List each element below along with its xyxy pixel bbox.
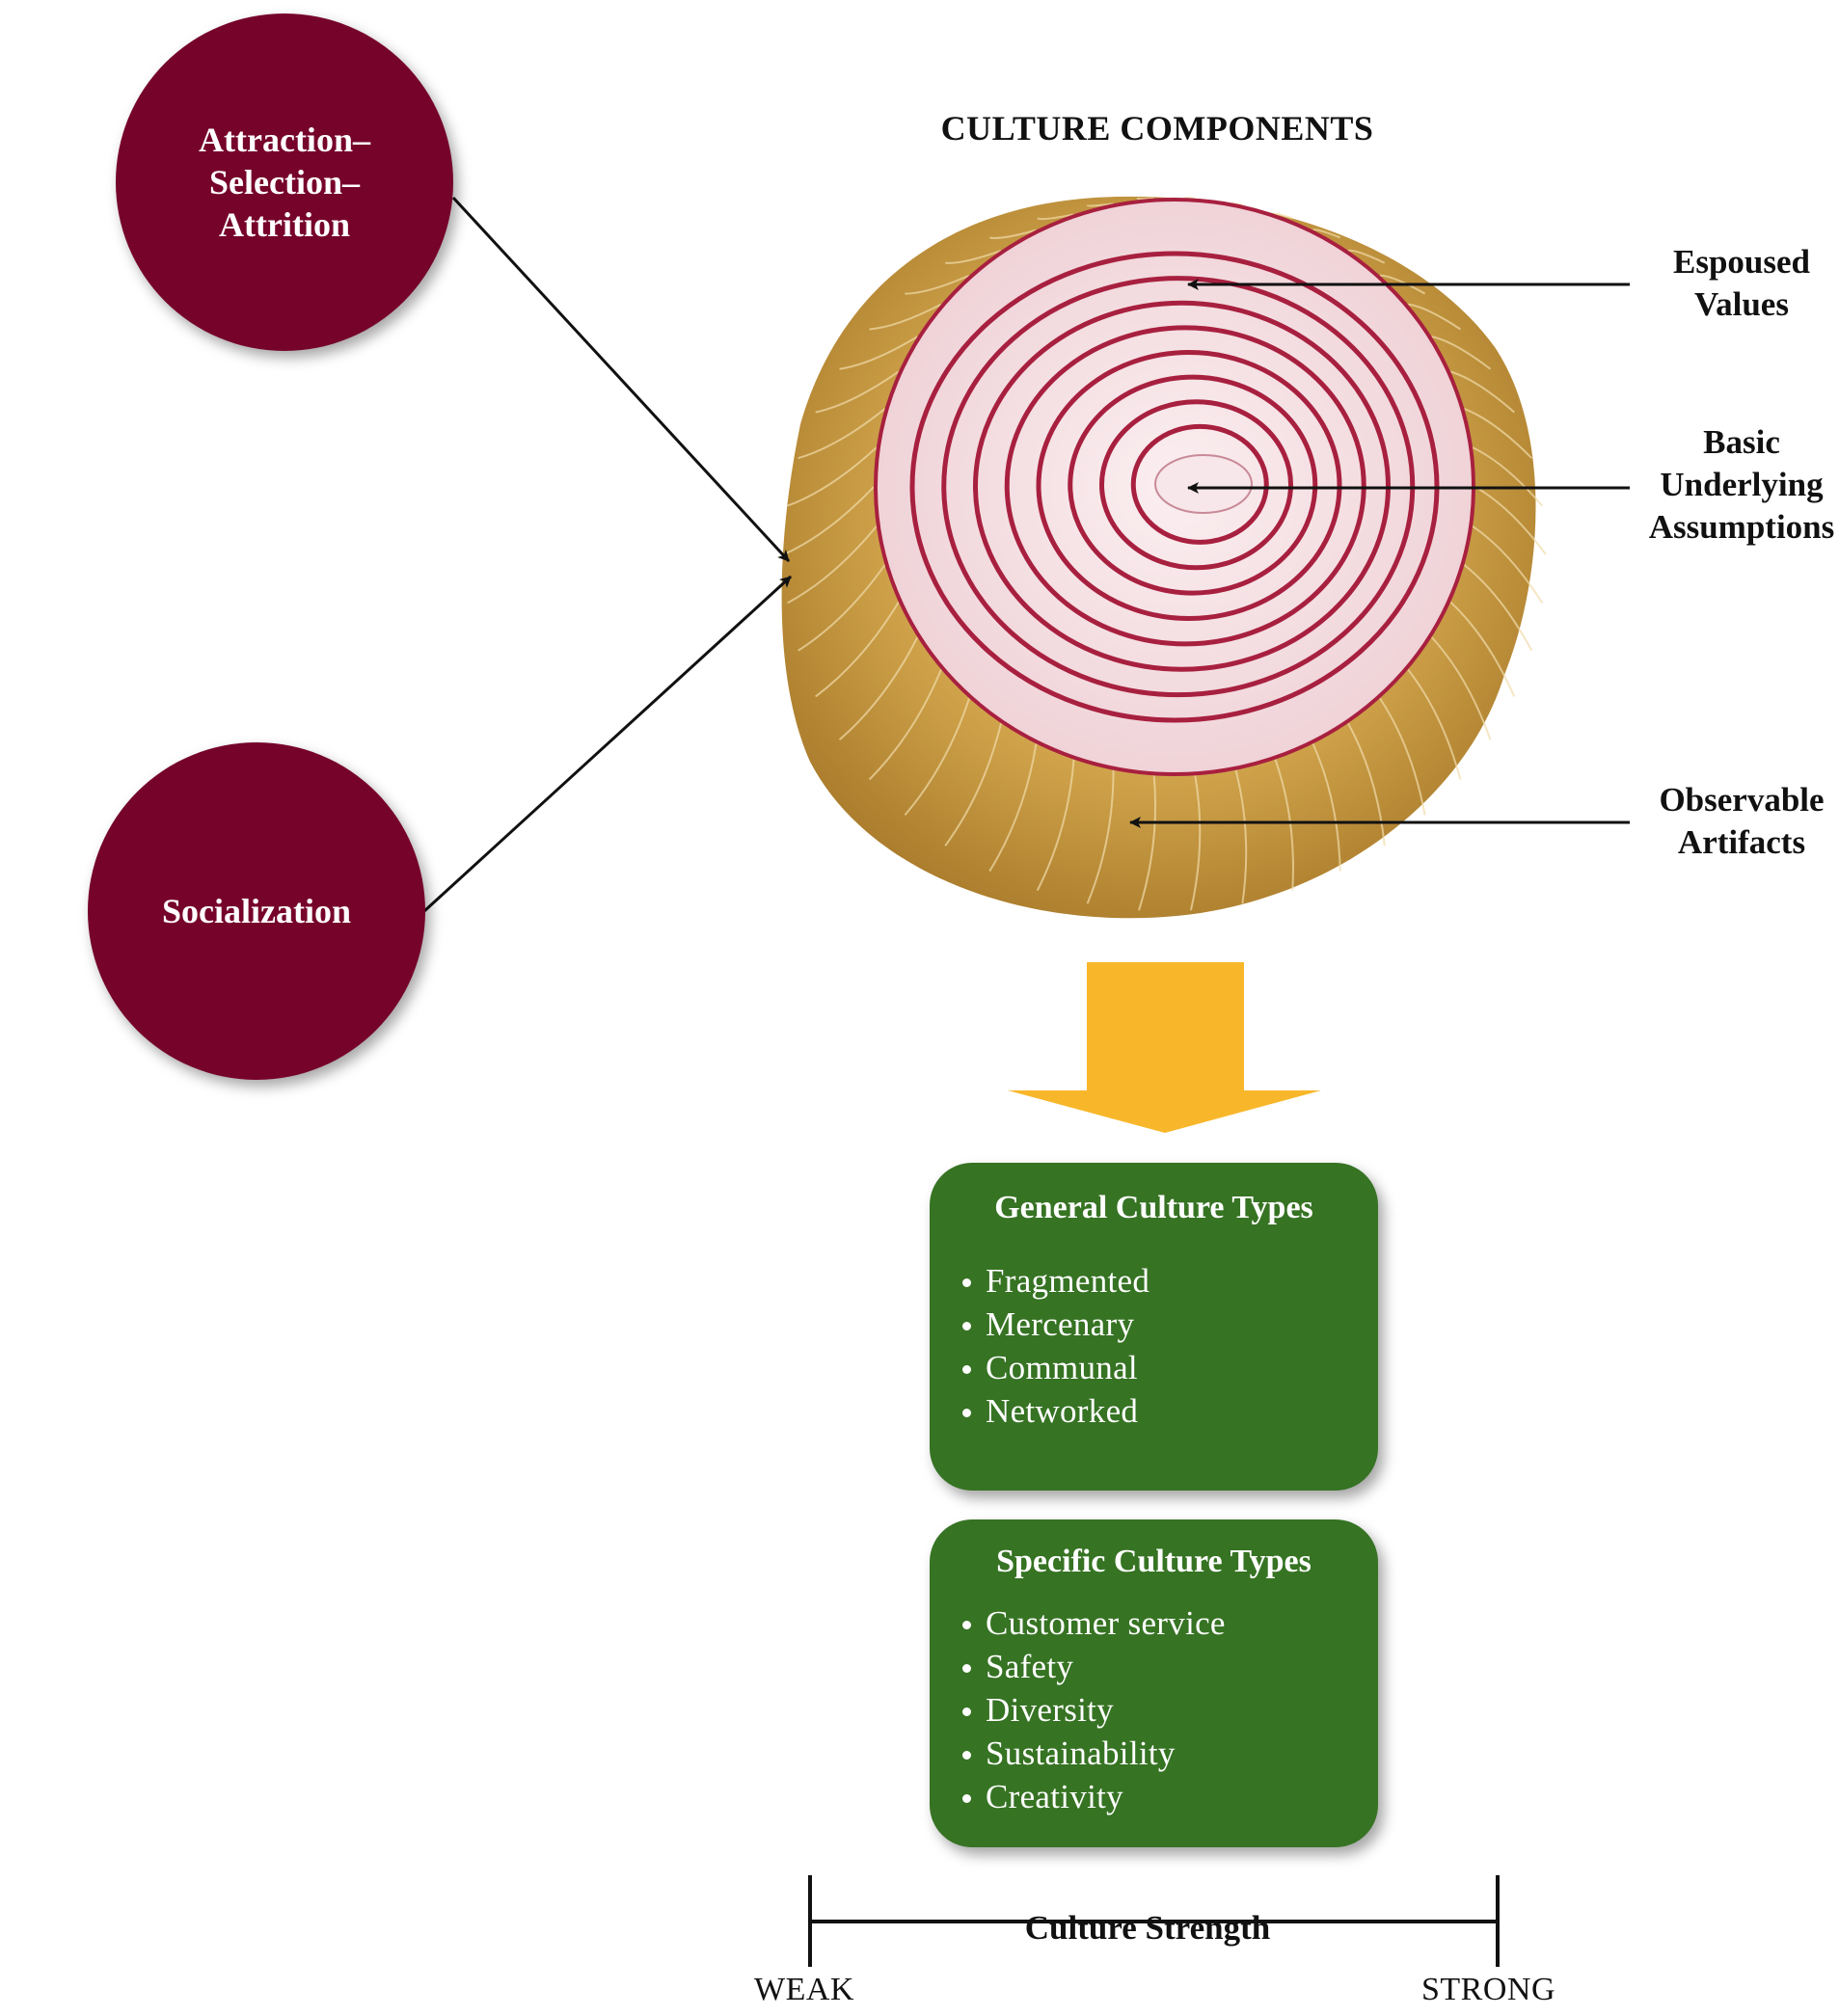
onion-skin-vein [1407,668,1462,780]
onion-skin-vein [1472,525,1544,604]
onion-illustration [781,196,1547,919]
onion-skin-vein [868,668,942,781]
onion-skin-vein [1189,775,1202,911]
label-observable-artifacts: Observable Artifacts [1659,781,1825,861]
onion-skin-vein [1234,769,1248,904]
onion-core [1154,454,1253,514]
onion-skin-vein [815,370,900,414]
onion-skin-vein [1036,759,1075,892]
onion-skin-vein [838,636,919,741]
circle-attraction-selection-attrition: Attraction– Selection– Attrition [116,13,453,351]
onion-skin-vein [1138,775,1157,911]
onion-skin-vein [1086,202,1114,207]
strong-label: STRONG [1421,1972,1556,2007]
onion-skin-vein [1347,722,1386,847]
circle-label-asa: Attraction– Selection– Attrition [199,121,370,244]
specific-culture-types-heading: Specific Culture Types [996,1544,1312,1579]
list-item: Customer service [962,1601,1378,1645]
label-basic-underlying-assumptions: Basic Underlying Assumptions [1648,423,1835,546]
onion-skin-vein [1407,303,1461,331]
label-espoused-values: Espoused Values [1672,243,1811,323]
onion-ring [1099,399,1293,571]
list-item: Communal [962,1346,1378,1389]
onion-skin-vein [839,336,918,370]
list-item: Fragmented [962,1259,1378,1303]
onion-ring [1130,423,1269,545]
specific-culture-types-list: Customer service Safety Diversity Sustai… [930,1601,1378,1818]
list-item: Diversity [962,1688,1378,1732]
onion-skin-vein [783,486,875,555]
onion-ring [1036,350,1342,621]
list-item: Sustainability [962,1732,1378,1775]
onion-skin-vein [1474,486,1547,555]
onion-skin-vein [1273,212,1293,220]
onion-skin-vein [1449,601,1516,697]
onion-skin-vein [905,274,970,295]
onion-skin-vein [1347,249,1386,264]
onion-skin-vein [989,228,1037,239]
culture-strength-label: Culture Strength [1024,1909,1271,1947]
onion-ring [1004,325,1366,647]
onion-skin-vein [1136,197,1154,201]
onion-skin-vein [1312,742,1341,872]
onion-skin-vein [1379,697,1426,816]
list-item: Creativity [962,1775,1378,1818]
onion-skin-vein [904,697,970,817]
list-item: Mercenary [962,1303,1378,1346]
onion-skin-vein [988,743,1038,873]
general-culture-types-heading: General Culture Types [994,1190,1313,1225]
onion-skin-vein [1086,769,1115,904]
arrow-asa-to-onion [451,196,791,563]
onion-skin-vein [869,303,942,331]
circle-socialization: Socialization [88,742,425,1080]
weak-label: WEAK [754,1972,854,2007]
specific-culture-types-box: Specific Culture Types Customer service … [930,1519,1378,1847]
onion-skin-vein [1472,446,1544,507]
onion-ring [973,300,1391,672]
general-culture-types-box: General Culture Types Fragmented Mercena… [930,1163,1378,1491]
onion-skin-vein [787,525,878,605]
onion-skin-vein [944,722,1003,847]
circle-label-socialization: Socialization [162,892,351,930]
onion-skin-vein [1037,213,1074,221]
list-item: Safety [962,1645,1378,1688]
arrow-socialization-to-onion [422,575,793,913]
onion-skin-vein [1312,228,1341,239]
onion-skin-vein [815,602,900,698]
onion-skin-vein [1449,370,1515,414]
onion-skin-vein [787,446,878,507]
general-culture-types-list: Fragmented Mercenary Communal Networked [930,1259,1378,1433]
onion-skin-vein [945,249,1002,264]
diagram-title: CULTURE COMPONENTS [940,109,1374,148]
onion-rings [909,251,1440,723]
onion-ring [1068,374,1318,596]
strength-scale [808,1875,1500,1967]
onion-skin-vein [1464,408,1533,459]
onion-skin-vein [798,564,886,652]
list-item: Networked [962,1389,1378,1433]
onion-skin-vein [1430,636,1492,740]
onion-skin-vein [1463,564,1533,652]
onion-skin-vein [1431,336,1492,370]
down-arrow [1008,962,1321,1133]
onion-skin-vein [798,408,886,460]
onion-skin-vein [1379,274,1426,295]
